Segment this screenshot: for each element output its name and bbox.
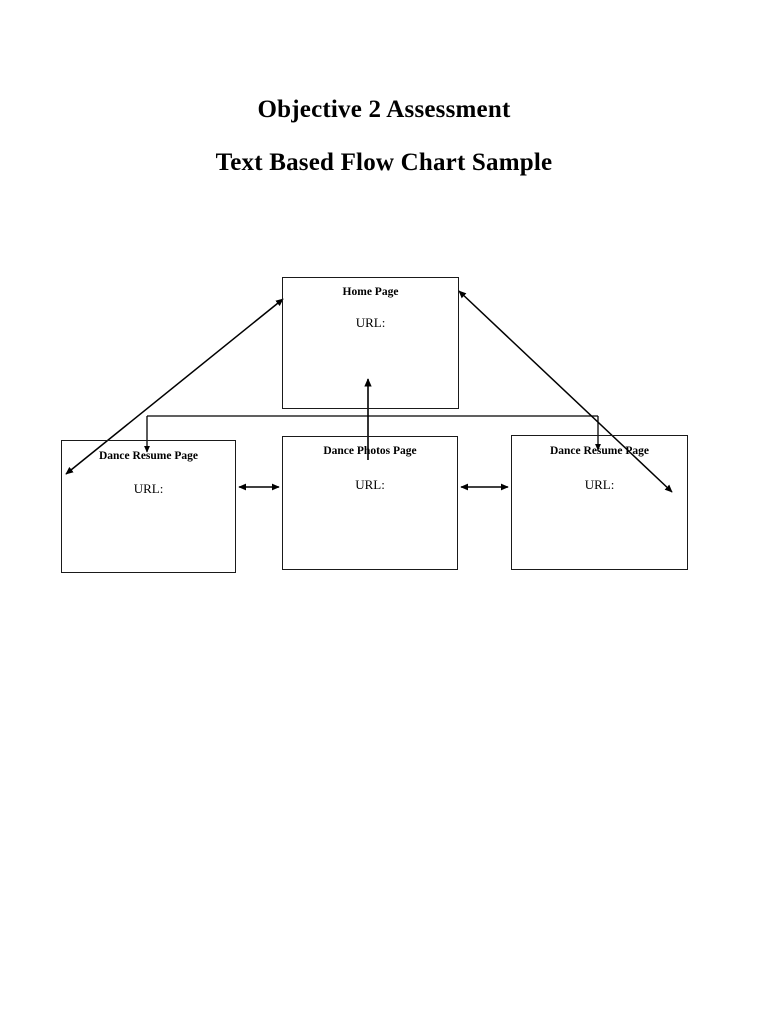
page-subtitle: Text Based Flow Chart Sample	[215, 149, 553, 176]
node-home-page-url: URL:	[355, 315, 386, 330]
node-dance-photos-page-title: Dance Photos Page	[323, 445, 417, 457]
node-home-page-title: Home Page	[342, 286, 399, 298]
document-title-line-2: Text Based Flow Chart Sample	[0, 149, 768, 176]
node-home-page[interactable]: Home Page URL:	[282, 277, 459, 409]
document-title-line-1: Objective 2 Assessment	[0, 96, 768, 123]
node-dance-resume-page-right-title: Dance Resume Page	[549, 445, 649, 457]
page-title: Objective 2 Assessment	[257, 96, 511, 123]
node-dance-resume-page-left-url: URL:	[133, 481, 164, 496]
node-dance-resume-page-right-url: URL:	[584, 477, 615, 492]
node-dance-photos-page[interactable]: Dance Photos Page URL:	[282, 436, 458, 570]
node-dance-photos-page-url: URL:	[355, 477, 385, 492]
node-dance-resume-page-right[interactable]: Dance Resume Page URL:	[511, 435, 688, 570]
node-dance-resume-page-left[interactable]: Dance Resume Page URL:	[61, 440, 236, 573]
node-dance-resume-page-left-title: Dance Resume Page	[98, 450, 198, 462]
